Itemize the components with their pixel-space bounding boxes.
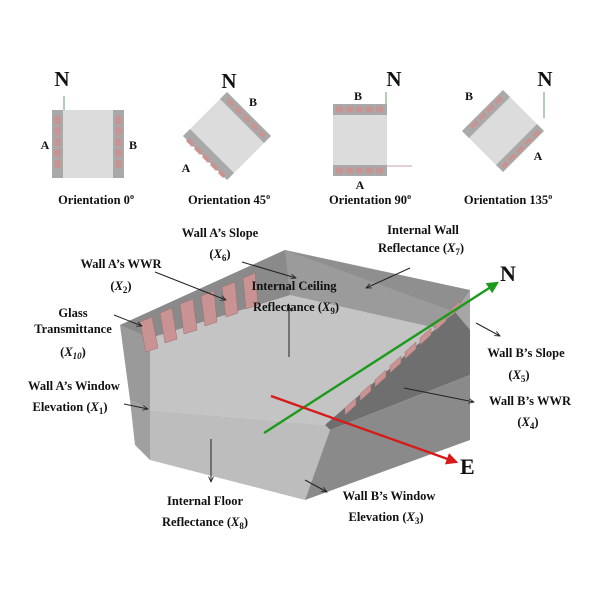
room-plan bbox=[52, 110, 124, 178]
north-label: N bbox=[537, 67, 552, 91]
wall-a-elevation-arrow bbox=[123, 403, 148, 409]
wall-a-label: A bbox=[182, 161, 191, 175]
internal-floor bbox=[150, 295, 445, 425]
wall-b-elevation-arrow bbox=[304, 479, 327, 492]
wall-a-wwr-arrow bbox=[154, 271, 226, 300]
wall-a-wwr-label: Wall A’s WWR bbox=[80, 257, 162, 271]
wall-a bbox=[183, 129, 234, 180]
orientation-caption: Orientation 90o bbox=[329, 192, 411, 207]
wall-b-sloped bbox=[325, 312, 470, 430]
wall-a-windows bbox=[139, 272, 259, 353]
north-label: N bbox=[386, 67, 401, 91]
wall-a-windows bbox=[336, 167, 383, 174]
internal-floor-line2: Reflectance (X8) bbox=[162, 515, 248, 531]
wall-b-label: B bbox=[129, 138, 137, 152]
room-plan bbox=[333, 104, 387, 176]
orientation-90-panel: N B A Orientation 90o bbox=[329, 67, 412, 207]
wall-b-slope-var: (X5) bbox=[508, 368, 529, 384]
wall-b-wwr-label: Wall B’s WWR bbox=[489, 394, 572, 408]
wall-a-label: A bbox=[534, 149, 543, 163]
orientation-135-panel: N B A Orientation 135o bbox=[462, 67, 553, 207]
north-label: N bbox=[221, 69, 236, 93]
wall-b-windows bbox=[470, 96, 503, 129]
wall-a-elevation-line1: Wall A’s Window bbox=[28, 379, 120, 393]
wall-a-slope-label: Wall A’s Slope bbox=[182, 226, 259, 240]
wall-b-wwr-arrow bbox=[403, 387, 474, 402]
internal-ceiling-line2: Reflectance (X9) bbox=[253, 300, 339, 316]
internal-wall-line2: Reflectance (X7) bbox=[378, 241, 464, 257]
wall-a-slope-var: (X6) bbox=[209, 247, 230, 263]
wall-b-wwr-var: (X4) bbox=[517, 415, 538, 431]
east-arrow bbox=[270, 394, 459, 465]
front-floor-face bbox=[150, 410, 330, 500]
wall-a-label: A bbox=[41, 138, 50, 152]
wall-b-label: B bbox=[354, 89, 362, 103]
room-3d-model: N E bbox=[120, 250, 516, 500]
left-lower-face bbox=[130, 400, 150, 460]
wall-b-windows bbox=[226, 98, 266, 138]
internal-floor-line1: Internal Floor bbox=[167, 494, 243, 508]
compass-north-label: N bbox=[500, 261, 516, 286]
wall-b-windows bbox=[115, 116, 122, 168]
internal-wall-line1: Internal Wall bbox=[387, 223, 459, 237]
internal-ceiling-line1: Internal Ceiling bbox=[251, 279, 337, 293]
wall-b-slope-arrow bbox=[475, 322, 500, 336]
wall-b-windows bbox=[336, 106, 383, 113]
wall-b-label: B bbox=[465, 89, 473, 103]
internal-wall-arrow bbox=[366, 267, 411, 289]
wall-a-slope-arrow bbox=[241, 261, 296, 278]
wall-a-label: A bbox=[356, 178, 365, 192]
wall-b-slope-label: Wall B’s Slope bbox=[487, 346, 565, 360]
wall-a-wwr-var: (X2) bbox=[110, 279, 131, 295]
wall-a-windows bbox=[54, 116, 61, 168]
glass-label-line2: Transmittance bbox=[34, 322, 112, 336]
compass-east-label: E bbox=[460, 454, 475, 479]
glass-label-line1: Glass bbox=[58, 306, 87, 320]
orientation-caption: Orientation 0o bbox=[58, 192, 134, 207]
wall-a-elevation-line2: Elevation (X1) bbox=[32, 400, 107, 416]
orientation-0-panel: N A B Orientation 0o bbox=[41, 67, 137, 207]
wall-b-label: B bbox=[249, 95, 257, 109]
wall-b-elevation-line1: Wall B’s Window bbox=[343, 489, 436, 503]
glass-arrow bbox=[113, 314, 142, 326]
wall-b-elevation-line2: Elevation (X3) bbox=[348, 510, 423, 526]
orientation-caption: Orientation 135o bbox=[464, 192, 552, 207]
orientation-caption: Orientation 45o bbox=[188, 192, 270, 207]
orientation-45-panel: N B A Orientation 45o bbox=[182, 69, 271, 207]
wall-a-windows bbox=[186, 138, 226, 178]
glass-var: (X10) bbox=[60, 345, 86, 361]
leader-arrows bbox=[113, 261, 500, 492]
wall-a-windows bbox=[501, 129, 541, 169]
north-label: N bbox=[54, 67, 69, 91]
wall-a-vertical bbox=[120, 325, 150, 410]
